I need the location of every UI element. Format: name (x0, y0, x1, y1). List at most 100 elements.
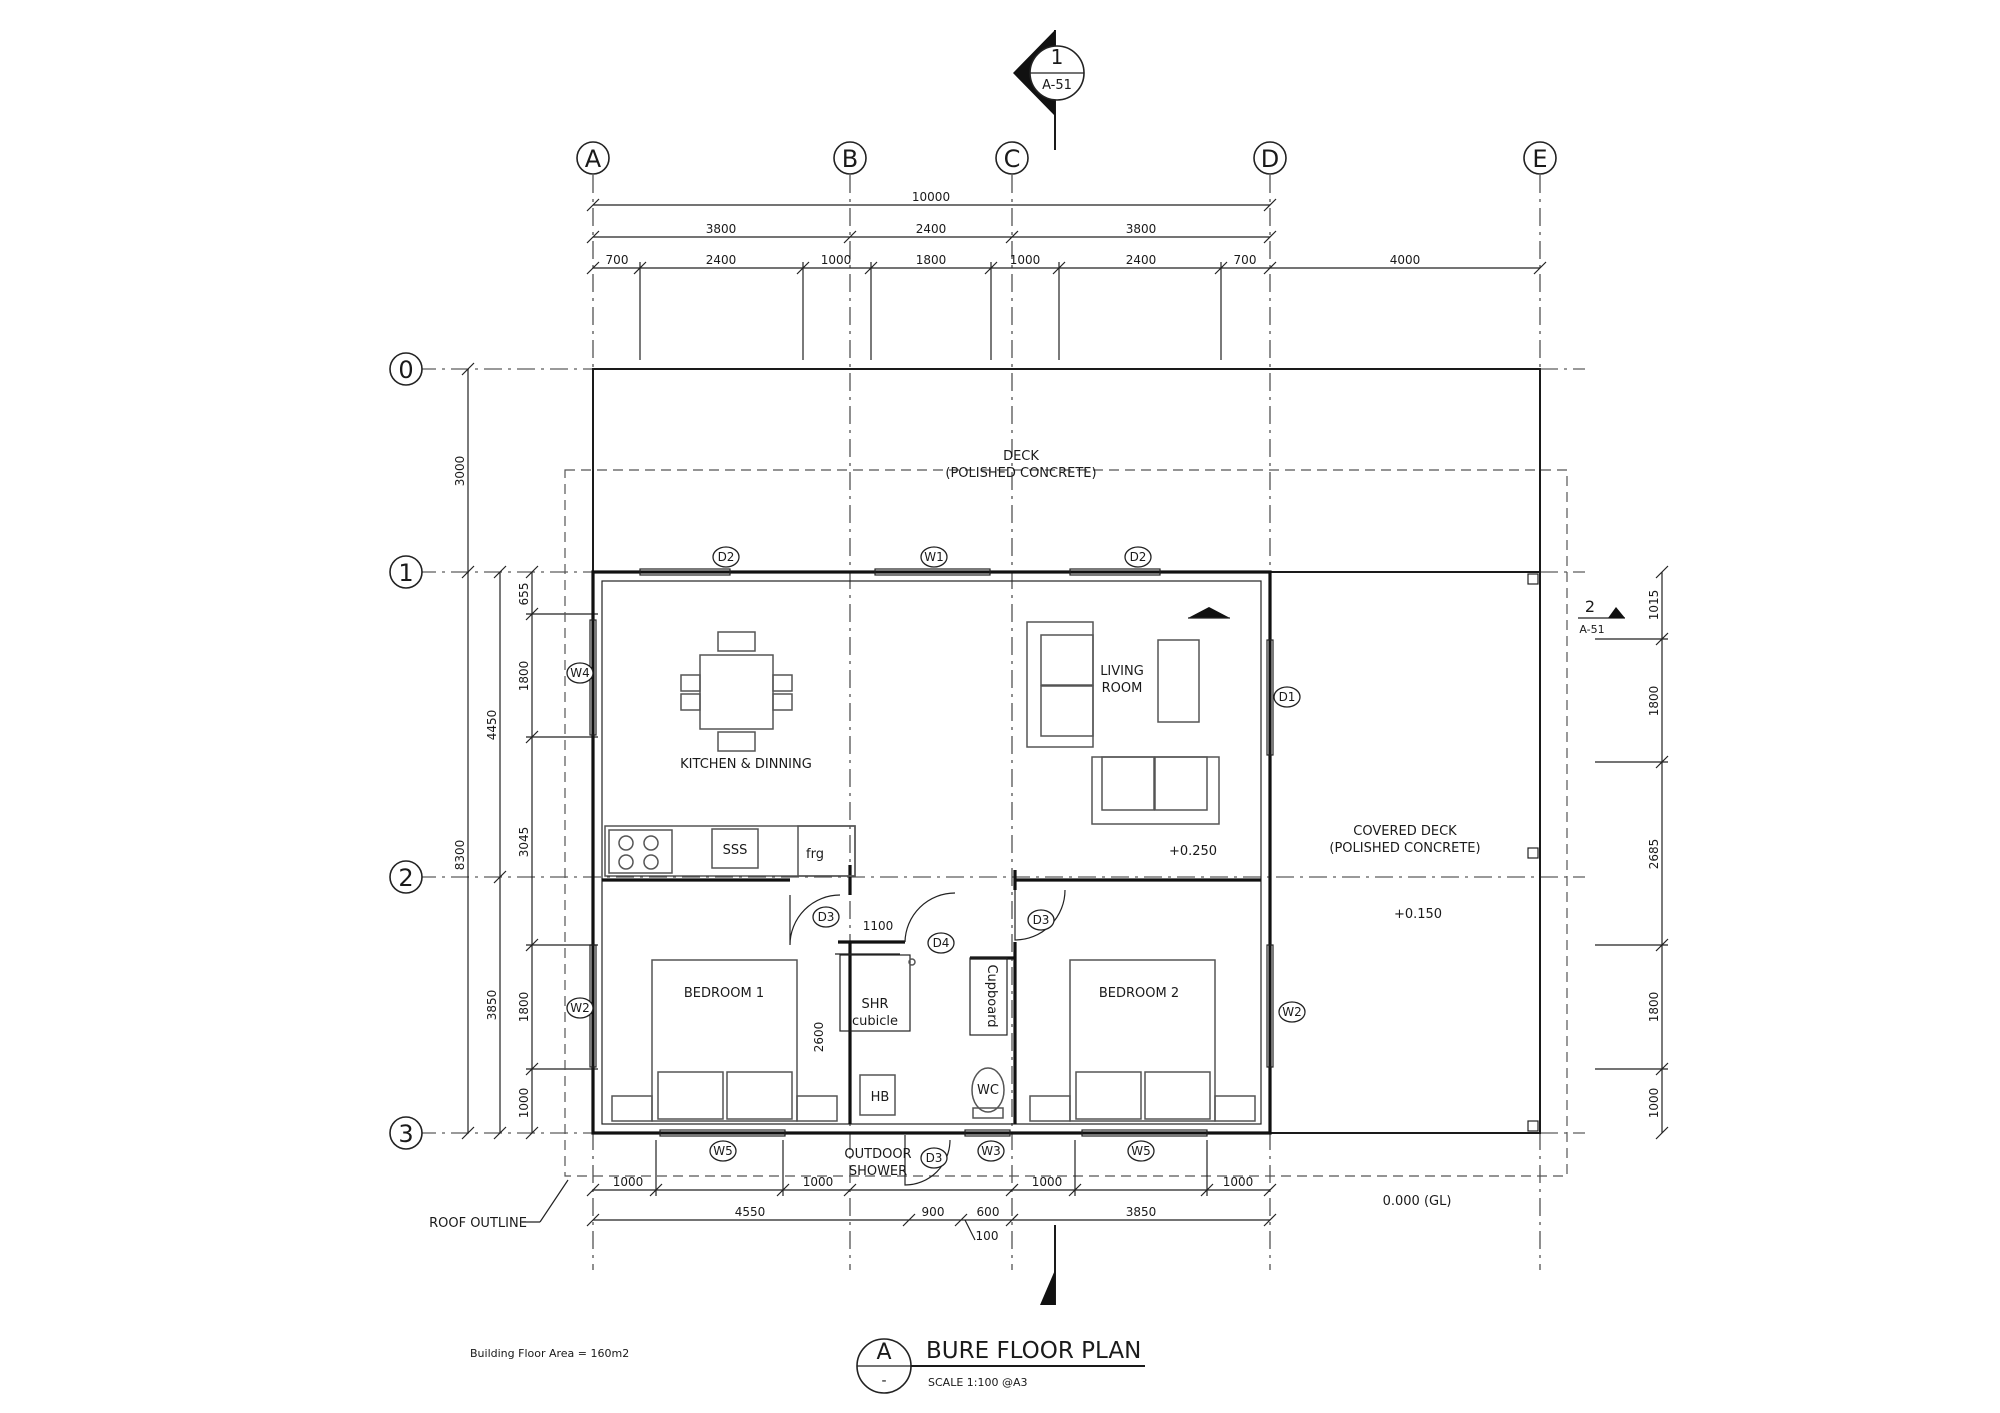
svg-text:3800: 3800 (1126, 222, 1157, 236)
svg-text:3850: 3850 (485, 990, 499, 1021)
svg-text:(POLISHED CONCRETE): (POLISHED CONCRETE) (945, 466, 1096, 481)
svg-text:1000: 1000 (1032, 1175, 1063, 1189)
bathroom-zone: SHR cubicle HB 2600 1100 (812, 919, 916, 1116)
kitchen-bench: SSS frg (604, 825, 856, 877)
svg-text:+0.250: +0.250 (1169, 844, 1217, 859)
svg-text:1800: 1800 (517, 992, 531, 1023)
bedroom-2: BEDROOM 2 (1029, 959, 1256, 1122)
svg-text:D3: D3 (1033, 913, 1050, 927)
svg-text:2400: 2400 (916, 222, 947, 236)
svg-text:2400: 2400 (1126, 253, 1157, 267)
grid-bubble-1: 1 (389, 555, 423, 589)
living-room: LIVING ROOM +0.250 (1026, 607, 1230, 859)
svg-text:1015: 1015 (1647, 590, 1661, 621)
svg-text:3850: 3850 (1126, 1205, 1157, 1219)
svg-text:E: E (1532, 145, 1547, 173)
svg-text:SSS: SSS (723, 843, 748, 858)
svg-text:frg: frg (806, 847, 824, 862)
sofa-bottom (1091, 756, 1220, 825)
bedroom-1: BEDROOM 1 (611, 959, 838, 1122)
top-dimensions: 10000 3800 2400 3800 700 2400 1000 1800 … (586, 190, 1547, 360)
svg-text:4450: 4450 (485, 710, 499, 741)
tag-w5-left: W5 (709, 1140, 737, 1162)
title-block: A - BURE FLOOR PLAN SCALE 1:100 @A3 Buil… (470, 1338, 1145, 1394)
svg-text:COVERED DECK: COVERED DECK (1353, 824, 1457, 839)
svg-text:1000: 1000 (1010, 253, 1041, 267)
svg-text:3000: 3000 (453, 456, 467, 487)
svg-text:2: 2 (1585, 597, 1595, 616)
outdoor-shower: OUTDOOR SHOWER (844, 1147, 911, 1179)
svg-text:D4: D4 (933, 936, 950, 950)
door-swings (789, 889, 1066, 1186)
svg-text:HB: HB (871, 1090, 890, 1105)
tag-d2-left: D2 (712, 546, 740, 568)
svg-text:A: A (876, 1340, 891, 1365)
svg-text:1000: 1000 (1223, 1175, 1254, 1189)
svg-text:W4: W4 (570, 666, 590, 680)
svg-text:D: D (1261, 145, 1279, 173)
svg-text:4550: 4550 (735, 1205, 766, 1219)
svg-text:A: A (585, 145, 602, 173)
svg-text:ROOF OUTLINE: ROOF OUTLINE (429, 1216, 527, 1231)
svg-text:1: 1 (398, 559, 413, 587)
svg-text:0: 0 (398, 356, 413, 384)
svg-text:+0.150: +0.150 (1394, 907, 1442, 922)
svg-text:1: 1 (1051, 45, 1064, 69)
svg-text:BEDROOM 1: BEDROOM 1 (684, 986, 764, 1001)
svg-text:1100: 1100 (863, 919, 894, 933)
svg-text:1800: 1800 (916, 253, 947, 267)
tag-w4: W4 (566, 662, 594, 684)
tag-w1: W1 (920, 546, 948, 568)
covered-deck: COVERED DECK (POLISHED CONCRETE) +0.150 (1269, 571, 1541, 1134)
svg-text:D2: D2 (718, 550, 735, 564)
svg-text:D3: D3 (818, 910, 835, 924)
svg-text:C: C (1004, 145, 1021, 173)
floor-area-note: Building Floor Area = 160m2 (470, 1347, 629, 1360)
tag-w2-left: W2 (566, 997, 594, 1019)
cupboard: Cupboard (984, 964, 999, 1027)
svg-text:DECK: DECK (1003, 449, 1039, 464)
section-marker-bottom (1040, 1225, 1056, 1305)
svg-text:(POLISHED CONCRETE): (POLISHED CONCRETE) (1329, 841, 1480, 856)
right-dimensions: 1015 1800 2685 1800 1000 (1595, 565, 1669, 1140)
svg-text:8300: 8300 (453, 840, 467, 871)
svg-text:1000: 1000 (613, 1175, 644, 1189)
grid-lines-vertical (592, 175, 1541, 1270)
tag-d2-right: D2 (1124, 546, 1152, 568)
svg-text:1800: 1800 (517, 661, 531, 692)
wc: WC (971, 1067, 1005, 1119)
grid-bubble-B: B (833, 141, 867, 175)
svg-text:D3: D3 (926, 1151, 943, 1165)
svg-text:A-51: A-51 (1579, 623, 1604, 636)
svg-text:W3: W3 (981, 1144, 1001, 1158)
svg-text:655: 655 (517, 583, 531, 606)
svg-text:900: 900 (922, 1205, 945, 1219)
tag-w2-right: W2 (1278, 1001, 1306, 1023)
dining-table (680, 631, 793, 752)
svg-text:2400: 2400 (706, 253, 737, 267)
grid-bubble-C: C (995, 141, 1029, 175)
svg-text:2685: 2685 (1647, 839, 1661, 870)
tag-d4: D4 (927, 932, 955, 954)
grid-bubble-2: 2 (389, 860, 423, 894)
svg-text:3: 3 (398, 1120, 413, 1148)
svg-text:KITCHEN & DINNING: KITCHEN & DINNING (680, 757, 812, 772)
svg-text:LIVING: LIVING (1100, 664, 1144, 679)
svg-text:-: - (881, 1373, 886, 1389)
svg-text:ROOM: ROOM (1102, 681, 1143, 696)
svg-text:3800: 3800 (706, 222, 737, 236)
svg-text:SHOWER: SHOWER (849, 1164, 907, 1179)
svg-text:W2: W2 (570, 1001, 590, 1015)
grid-bubble-3: 3 (389, 1116, 423, 1150)
grid-bubble-0: 0 (389, 352, 423, 386)
tag-d3-bottom: D3 (920, 1147, 948, 1169)
svg-text:W5: W5 (713, 1144, 733, 1158)
svg-text:2: 2 (398, 864, 413, 892)
svg-text:D2: D2 (1130, 550, 1147, 564)
section-marker-top: 1 A-51 (1013, 30, 1085, 150)
svg-text:1800: 1800 (1647, 686, 1661, 717)
tag-d3-right: D3 (1027, 909, 1055, 931)
svg-text:W2: W2 (1282, 1005, 1302, 1019)
tag-w3: W3 (977, 1140, 1005, 1162)
svg-text:B: B (842, 145, 858, 173)
